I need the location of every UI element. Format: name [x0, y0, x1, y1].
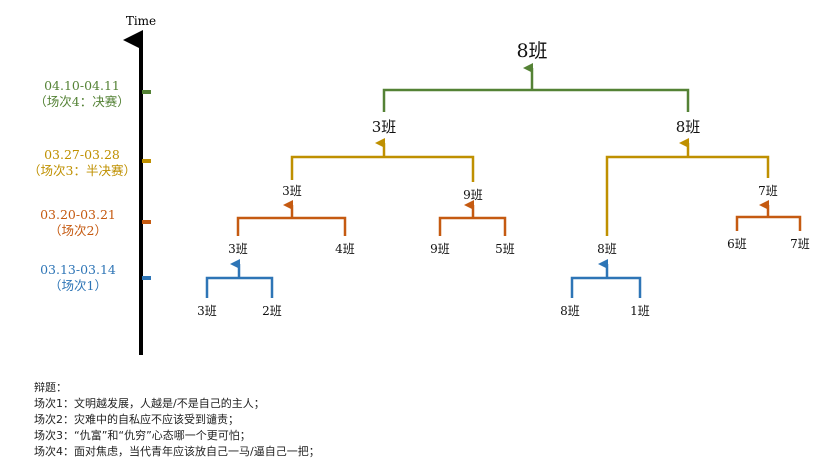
r2-bracket-2	[438, 216, 507, 236]
round4-dates: 04.10-04.11	[44, 78, 120, 93]
r1-bracket-right	[570, 276, 642, 298]
r3-team-label: 9班	[463, 188, 483, 202]
topic-item: 场次1：文明越发展，人越是/不是自己的主人；	[34, 397, 265, 410]
r1-team-label: 2班	[262, 304, 282, 318]
r2-team-label: 6班	[727, 237, 747, 251]
tick-round4	[142, 90, 151, 94]
tick-round3	[142, 159, 151, 163]
r4-team-label: 8班	[676, 118, 701, 136]
topic-item: 场次3：“仇富”和“仇穷”心态哪一个更可怕；	[34, 429, 251, 442]
round1-name: （场次1）	[49, 278, 107, 293]
r1-team-label: 3班	[197, 304, 217, 318]
r3-team-label: 7班	[758, 184, 778, 198]
round2-dates: 03.20-03.21	[40, 207, 116, 222]
r2-team-label: 4班	[335, 242, 355, 256]
r4-team-label: 3班	[372, 118, 397, 136]
debate-topics: 辩题： 场次1：文明越发展，人越是/不是自己的主人； 场次2：灾难中的自私应不应…	[34, 380, 320, 460]
topic-item: 场次2：灾难中的自私应不应该受到谴责；	[34, 413, 239, 426]
r2-team-label: 7班	[790, 237, 810, 251]
tick-round2	[142, 220, 151, 224]
topic-item: 场次4：面对焦虑，当代青年应该放自己一马/逼自己一把；	[34, 445, 320, 458]
r2-bracket-3	[735, 215, 802, 231]
champion-label: 8班	[516, 40, 547, 62]
r3-team-label: 3班	[282, 184, 302, 198]
tick-round1	[142, 276, 151, 280]
r4-bracket	[382, 88, 690, 112]
r2-team-label: 9班	[430, 242, 450, 256]
r2-bracket-1	[236, 216, 347, 236]
round3-dates: 03.27-03.28	[44, 147, 120, 162]
r1-team-label: 1班	[630, 304, 650, 318]
topics-title: 辩题：	[34, 381, 67, 394]
r1-bracket-left	[205, 276, 274, 298]
round3-name: （场次3：半决赛）	[28, 163, 136, 178]
round4-name: （场次4：决赛）	[34, 94, 129, 109]
r2-team-label: 5班	[495, 242, 515, 256]
time-axis-label: Time	[126, 14, 156, 28]
round2-name: （场次2）	[49, 223, 107, 238]
r3-bracket-right	[605, 155, 770, 236]
r2-team-label: 3班	[228, 242, 248, 256]
r2-team-label: 8班	[597, 242, 617, 256]
r3-bracket-left	[290, 155, 475, 182]
r1-team-label: 8班	[560, 304, 580, 318]
round1-dates: 03.13-03.14	[40, 262, 116, 277]
